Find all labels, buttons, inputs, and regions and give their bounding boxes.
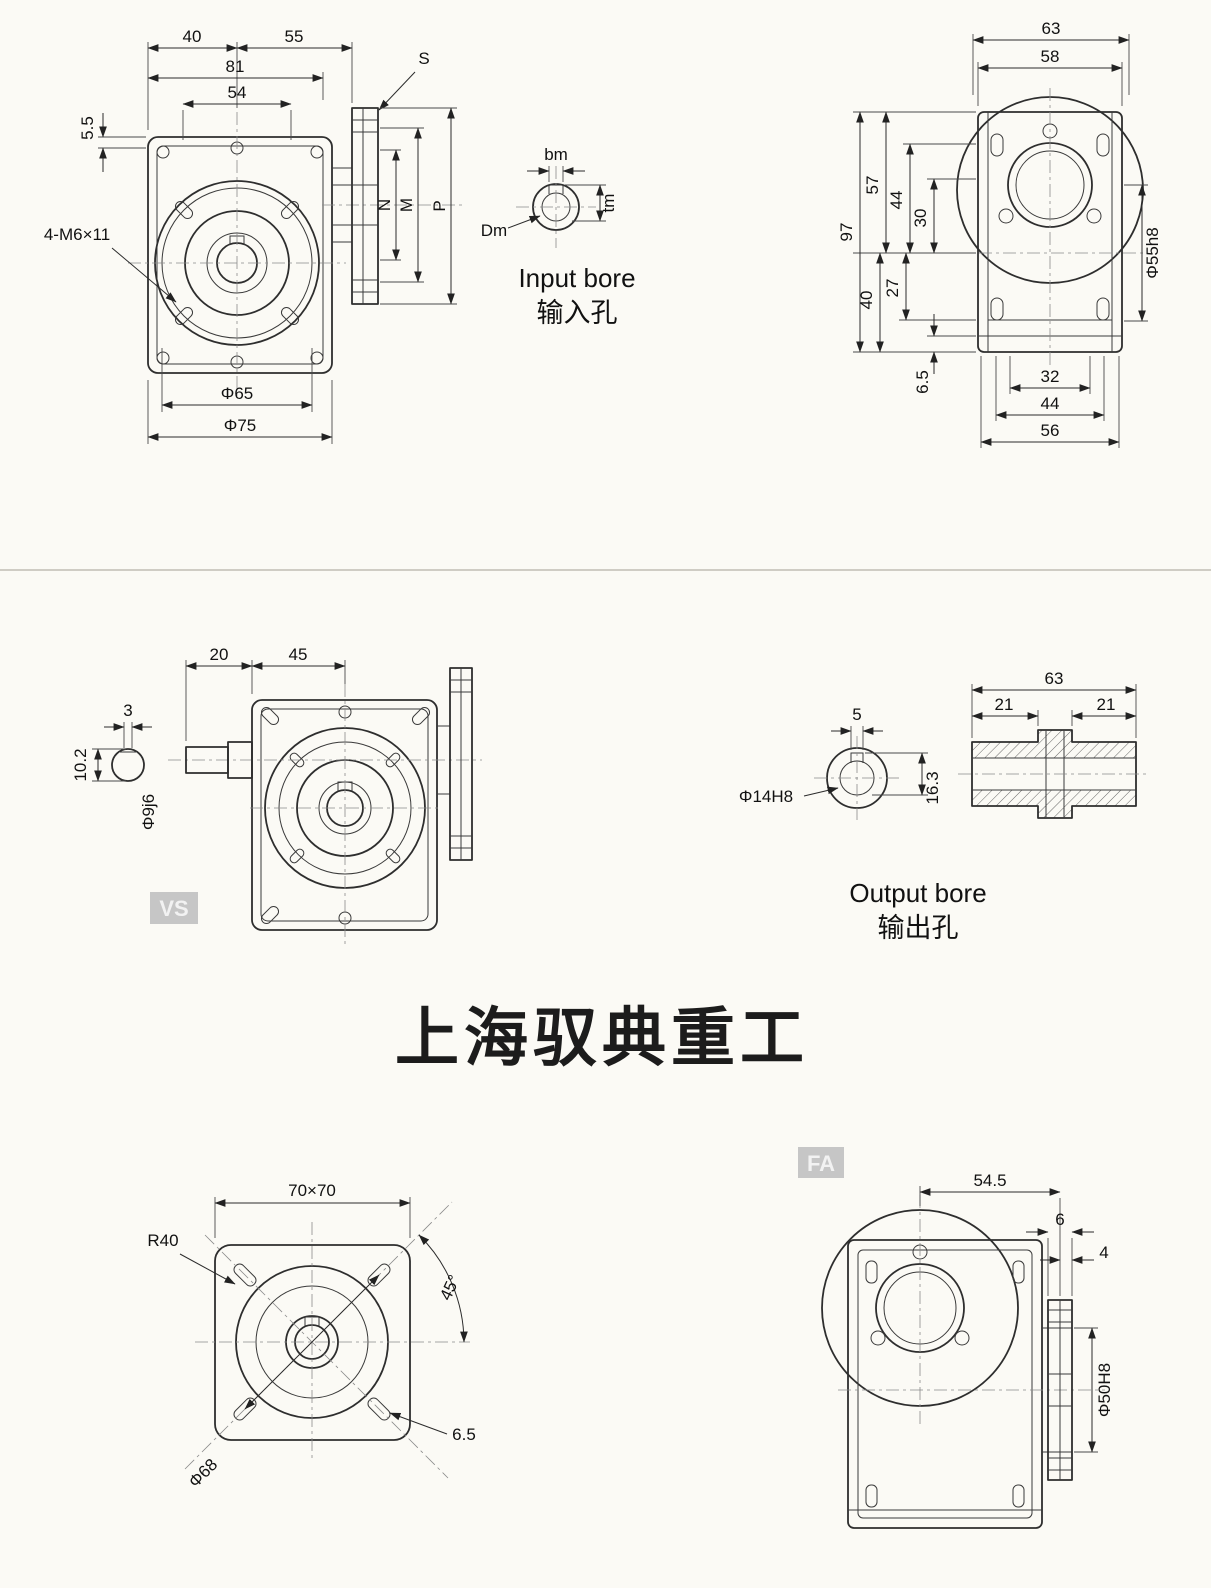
dim-shaft-21b: 21 xyxy=(1097,695,1116,714)
dim-side-63: 63 xyxy=(1042,19,1061,38)
dim-side-97: 97 xyxy=(837,223,856,242)
dim-side-6p5: 6.5 xyxy=(913,370,932,394)
dim-front-40: 40 xyxy=(183,27,202,46)
dim-bm: bm xyxy=(544,145,568,164)
dim-vs-10p2: 10.2 xyxy=(71,748,90,781)
square-flange-view: 70×70 R40 Φ68 45° 6.5 xyxy=(147,1181,475,1491)
caption-input-bore-en: Input bore xyxy=(518,263,635,293)
dim-fa-6: 6 xyxy=(1055,1210,1064,1229)
dim-vs-45: 45 xyxy=(289,645,308,664)
dim-side-58: 58 xyxy=(1041,47,1060,66)
dim-fa-phi50h8: Φ50H8 xyxy=(1095,1363,1114,1417)
dim-out-phi14h8: Φ14H8 xyxy=(739,787,793,806)
label-p: P xyxy=(430,200,449,211)
dim-dm: Dm xyxy=(481,221,507,240)
input-bore-detail: bm tm Dm Input bore 输入孔 xyxy=(481,145,636,329)
dim-front-5p5: 5.5 xyxy=(78,116,97,140)
dim-fa-54p5: 54.5 xyxy=(973,1171,1006,1190)
dim-front-54: 54 xyxy=(228,83,247,102)
dim-vs-3: 3 xyxy=(123,701,132,720)
dim-out-5: 5 xyxy=(852,705,861,724)
dim-side-44-upper: 44 xyxy=(887,191,906,210)
fa-view: FA 54.5 6 4 Φ50H8 xyxy=(798,1147,1114,1529)
vs-badge: VS xyxy=(159,896,188,921)
dim-square-r40: R40 xyxy=(147,1231,178,1250)
dim-vs-20: 20 xyxy=(210,645,229,664)
label-n: N xyxy=(375,199,394,211)
dim-side-32: 32 xyxy=(1041,367,1060,386)
vs-view: 20 45 3 10.2 Φ9j6 VS xyxy=(71,645,482,946)
dim-square-phi68: Φ68 xyxy=(185,1455,221,1491)
dim-side-27: 27 xyxy=(883,279,902,298)
output-bore-detail: 5 Φ14H8 16.3 Output bore 输出孔 xyxy=(739,705,987,944)
dim-out-16p3: 16.3 xyxy=(923,771,942,804)
dim-tm: tm xyxy=(599,194,618,213)
watermark-text: 上海驭典重工 xyxy=(395,1002,809,1076)
dim-side-57: 57 xyxy=(863,176,882,195)
dim-front-phi75: Φ75 xyxy=(224,416,256,435)
dim-side-phi55h8: Φ55h8 xyxy=(1143,227,1162,278)
vs-badge-box xyxy=(150,892,198,924)
label-m: M xyxy=(397,198,416,212)
dim-side-40: 40 xyxy=(857,291,876,310)
label-s: S xyxy=(418,49,429,68)
fa-badge-box xyxy=(798,1147,844,1178)
caption-output-bore-en: Output bore xyxy=(849,878,986,908)
fa-badge: FA xyxy=(807,1151,835,1176)
dim-shaft-63: 63 xyxy=(1045,669,1064,688)
dim-front-phi65: Φ65 xyxy=(221,384,253,403)
front-view: 40 55 81 54 5.5 4-M6×11 Φ65 Φ75 S N M P xyxy=(44,27,462,444)
dim-square-45deg: 45° xyxy=(436,1272,464,1303)
bolt-note: 4-M6×11 xyxy=(44,225,110,244)
dim-square-6p5: 6.5 xyxy=(452,1425,476,1444)
dim-side-56: 56 xyxy=(1041,421,1060,440)
dim-vs-phi9j6: Φ9j6 xyxy=(139,794,158,830)
dim-side-44-bottom: 44 xyxy=(1041,394,1060,413)
dim-front-81: 81 xyxy=(226,57,245,76)
dim-side-30: 30 xyxy=(911,209,930,228)
dim-shaft-21a: 21 xyxy=(995,695,1014,714)
dim-fa-4: 4 xyxy=(1099,1243,1108,1262)
caption-output-bore-zh: 输出孔 xyxy=(878,913,959,944)
output-shaft-section: 63 21 21 xyxy=(958,669,1150,819)
dim-front-55: 55 xyxy=(285,27,304,46)
side-view: 63 58 97 57 44 30 40 27 6.5 32 44 56 Φ55… xyxy=(837,19,1162,448)
dim-square-70x70: 70×70 xyxy=(288,1181,336,1200)
caption-input-bore-zh: 输入孔 xyxy=(537,298,618,329)
